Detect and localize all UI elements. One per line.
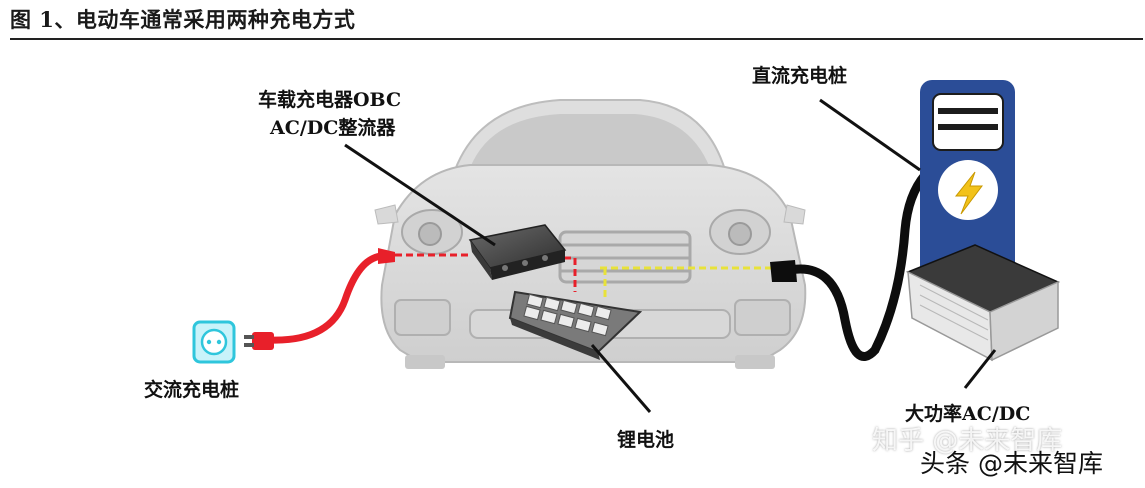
obc-label-line2: AC/DC整流器	[270, 117, 396, 139]
lightning-icon	[954, 171, 983, 215]
figure-title: 图 1、电动车通常采用两种充电方式	[10, 7, 356, 32]
watermark-toutiao: 头条 @未来智库	[920, 449, 1103, 478]
title-divider	[10, 38, 1143, 40]
ac-pile-label: 交流充电桩	[144, 379, 240, 401]
dc-pile-label: 直流充电桩	[752, 65, 848, 87]
high-power-acdc-module	[906, 244, 1060, 362]
lithium-battery-pack	[508, 290, 643, 360]
high-power-label: 大功率AC/DC	[905, 403, 1031, 425]
ac-charging-cable	[266, 248, 395, 344]
dc-charging-cable	[770, 170, 930, 361]
socket-icon	[192, 320, 236, 364]
obc-label-line1: 车载充电器OBC	[258, 89, 402, 111]
leader-lines	[344, 98, 997, 413]
watermark-zhihu: 知乎 @未来智库	[872, 426, 1063, 456]
internal-wiring	[395, 253, 775, 300]
plug-icon	[244, 332, 274, 350]
battery-label: 锂电池	[617, 429, 675, 451]
obc-charger-box	[468, 224, 567, 280]
